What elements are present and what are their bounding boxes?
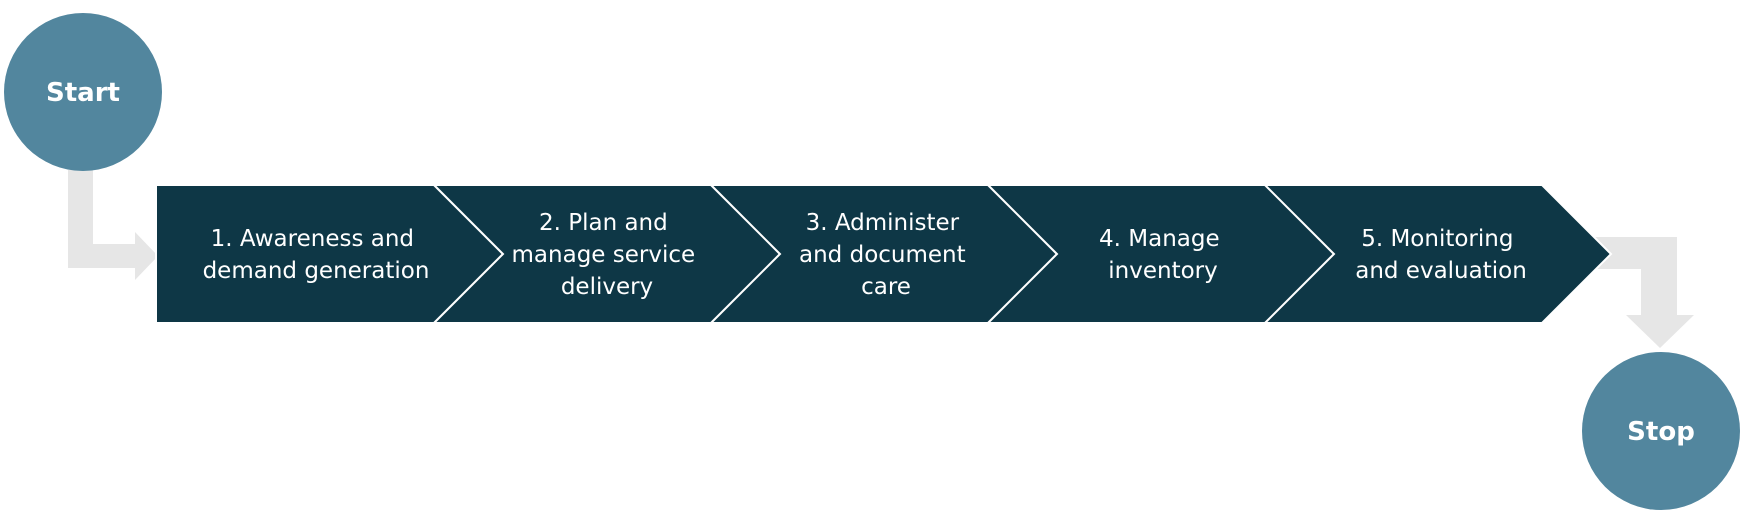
step-2-line-1: 2. Plan and — [539, 210, 668, 236]
start-label: Start — [46, 78, 120, 108]
stop-connector-arrow — [1595, 237, 1694, 348]
step-label-3: 3. Administer and document care — [799, 210, 973, 300]
step-label-2: 2. Plan and manage service delivery — [512, 210, 703, 300]
step-3-line-2: and document — [799, 242, 966, 268]
step-2-line-2: manage service — [512, 242, 696, 268]
step-label-4: 4. Manage inventory — [1099, 226, 1227, 284]
start-connector-arrow — [68, 170, 158, 280]
step-3-line-3: care — [861, 274, 911, 300]
start-connector-path — [68, 170, 158, 280]
step-5-line-1: 5. Monitoring — [1361, 226, 1513, 252]
start-node: Start — [4, 13, 162, 171]
step-chevron-5 — [1262, 184, 1613, 324]
step-2-line-3: delivery — [561, 274, 653, 300]
stop-connector-path — [1595, 237, 1694, 348]
step-chevrons — [155, 184, 1613, 324]
start-circle — [4, 13, 162, 171]
step-3-line-1: 3. Administer — [806, 210, 960, 236]
stop-label: Stop — [1627, 417, 1695, 447]
stop-node: Stop — [1582, 352, 1740, 510]
step-label-5: 5. Monitoring and evaluation — [1355, 226, 1527, 284]
step-1-line-1: 1. Awareness and — [211, 226, 414, 252]
step-4-line-1: 4. Manage — [1099, 226, 1220, 252]
step-chevron-1 — [155, 184, 505, 324]
step-labels: 1. Awareness and demand generation 2. Pl… — [203, 210, 1527, 300]
step-5-line-2: and evaluation — [1355, 258, 1527, 284]
step-1-line-2: demand generation — [203, 258, 430, 284]
step-4-line-2: inventory — [1108, 258, 1217, 284]
stop-circle — [1582, 352, 1740, 510]
step-label-1: 1. Awareness and demand generation — [203, 226, 430, 284]
